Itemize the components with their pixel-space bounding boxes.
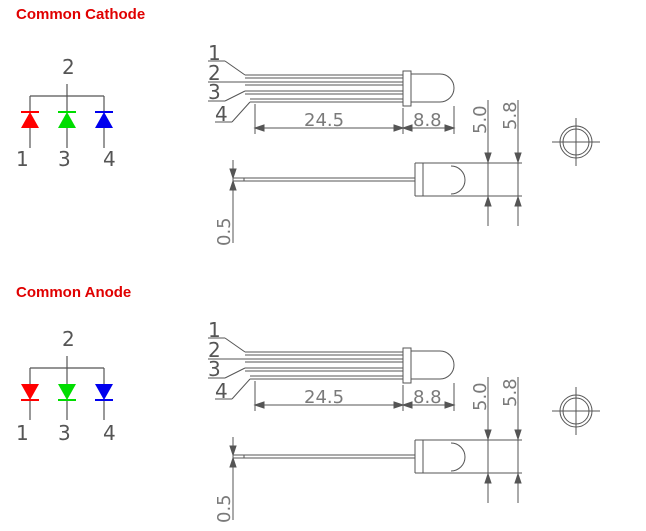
body-diameter-dimension: 5.0 [470, 382, 491, 411]
cathode-pin-1-label: 1 [16, 147, 29, 171]
cathode-common-pin-label: 2 [62, 55, 75, 79]
anode-schematic: 2 1 3 4 [16, 327, 116, 445]
lead-thickness-dimension: 0.5 [214, 494, 235, 523]
cathode-pin-3-label: 3 [58, 147, 71, 171]
anode-common-pin-label: 2 [62, 327, 75, 351]
drawing-pin-3-label: 3 [208, 80, 221, 104]
lead-thickness-dimension: 0.5 [214, 217, 235, 246]
drawing-pin-4-label: 4 [215, 102, 228, 126]
cathode-schematic: 2 1 3 4 [16, 55, 116, 171]
body-length-dimension: 8.8 [413, 387, 442, 408]
drawing-pin-2-label: 2 [208, 338, 221, 362]
flange-diameter-dimension: 5.8 [500, 101, 521, 130]
anode-pin-1-label: 1 [16, 421, 29, 445]
drawing-pin-1-label: 1 [208, 318, 221, 342]
drawing-pin-1-label: 1 [208, 41, 221, 65]
anode-pin-4-label: 4 [103, 421, 116, 445]
section-title-common-cathode: Common Cathode [16, 6, 146, 23]
blue-led-icon [95, 112, 113, 128]
lead-length-dimension: 24.5 [304, 110, 344, 131]
green-led-icon [58, 112, 76, 128]
red-led-icon [21, 112, 39, 128]
green-led-icon [58, 384, 76, 400]
anode-pin-3-label: 3 [58, 421, 71, 445]
blue-led-icon [95, 384, 113, 400]
drawing-pin-2-label: 2 [208, 61, 221, 85]
body-diameter-dimension: 5.0 [470, 105, 491, 134]
drawing-pin-4-label: 4 [215, 379, 228, 403]
cathode-pin-4-label: 4 [103, 147, 116, 171]
cathode-mechanical-drawing: 1 2 3 4 24.5 8.8 [208, 41, 600, 246]
section-title-common-anode: Common Anode [16, 284, 132, 301]
drawing-pin-3-label: 3 [208, 357, 221, 381]
anode-mechanical-drawing: 1 2 3 4 24.5 8.8 5.0 5.8 [208, 318, 600, 523]
flange-diameter-dimension: 5.8 [500, 378, 521, 407]
lead-length-dimension: 24.5 [304, 387, 344, 408]
body-length-dimension: 8.8 [413, 110, 442, 131]
red-led-icon [21, 384, 39, 400]
